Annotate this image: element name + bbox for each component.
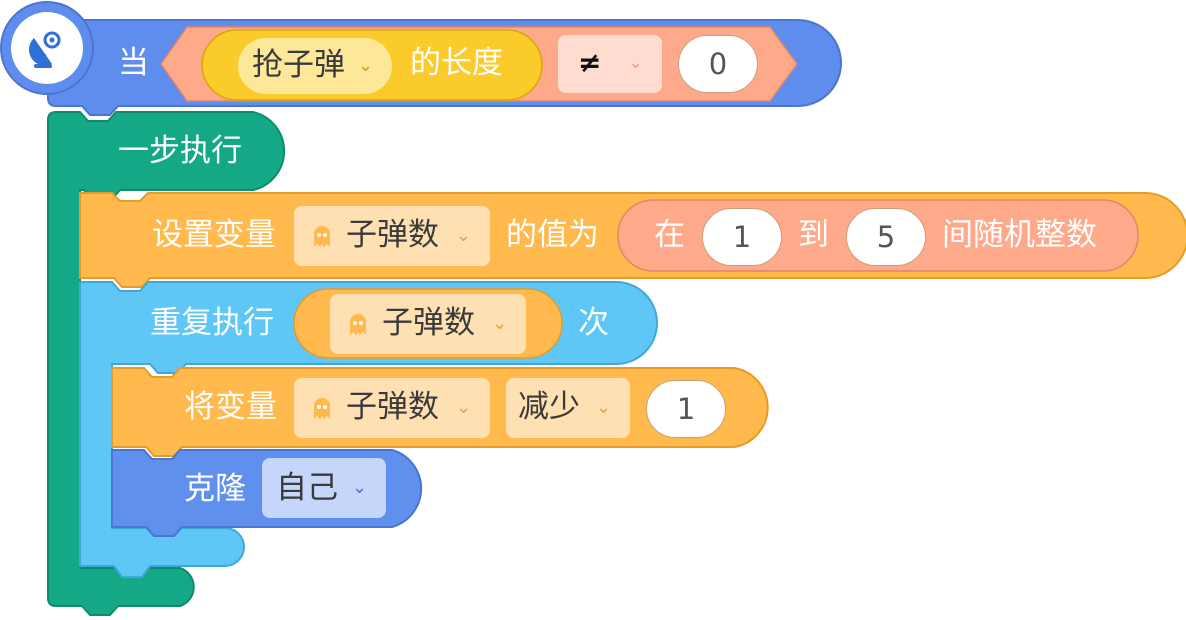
random-to-input[interactable]: 5 (846, 208, 926, 266)
step-execute-label: 一步执行 (118, 133, 242, 169)
variable-dropdown[interactable]: 抢子弹 ⌄ (238, 38, 392, 94)
random-from-input[interactable]: 1 (702, 208, 782, 266)
compare-value-input[interactable]: 0 (678, 35, 758, 93)
variable-name: 子弹数 (346, 389, 439, 425)
clone-target-value: 自己 (276, 470, 338, 506)
variable-name: 抢子弹 (252, 47, 345, 83)
hat-icon-circle (11, 12, 83, 84)
step-execute-block[interactable] (47, 111, 286, 616)
operator-symbol: ≠ (578, 46, 602, 79)
ghost-icon (350, 314, 366, 335)
ghost-icon (314, 398, 330, 419)
value-label: 的值为 (506, 217, 599, 253)
variable-dropdown[interactable]: 子弹数 ⌄ (330, 294, 526, 354)
repeat-suffix: 次 (578, 305, 609, 341)
clone-label: 克隆 (184, 471, 246, 507)
random-suffix: 间随机整数 (942, 217, 1097, 253)
operator-dropdown[interactable]: ≠ ⌄ (558, 35, 662, 93)
operation-value: 减少 (518, 389, 580, 425)
random-prefix: 在 (654, 217, 685, 253)
operation-dropdown[interactable]: 减少 ⌄ (506, 378, 630, 438)
variable-name: 子弹数 (346, 217, 439, 253)
variable-dropdown[interactable]: 子弹数 ⌄ (294, 206, 490, 266)
chevron-down-icon: ⌄ (456, 397, 472, 418)
chevron-down-icon: ⌄ (456, 225, 472, 246)
chevron-down-icon: ⌄ (492, 313, 508, 334)
set-variable-label: 设置变量 (152, 217, 276, 253)
variable-name: 子弹数 (382, 305, 475, 341)
random-to-label: 到 (798, 217, 829, 253)
ghost-icon (314, 226, 330, 247)
change-variable-label: 将变量 (184, 389, 277, 425)
variable-dropdown[interactable]: 子弹数 ⌄ (294, 378, 490, 438)
satellite-dish-icon (29, 31, 61, 68)
chevron-down-icon: ⌄ (352, 477, 368, 498)
chevron-down-icon: ⌄ (596, 397, 612, 418)
chevron-down-icon: ⌄ (628, 52, 644, 73)
when-label: 当 (118, 45, 149, 81)
clone-target-dropdown[interactable]: 自己 ⌄ (262, 458, 386, 518)
repeat-label: 重复执行 (150, 305, 274, 341)
length-label: 的长度 (410, 45, 503, 81)
chevron-down-icon: ⌄ (358, 55, 374, 76)
change-amount-input[interactable]: 1 (646, 380, 726, 438)
